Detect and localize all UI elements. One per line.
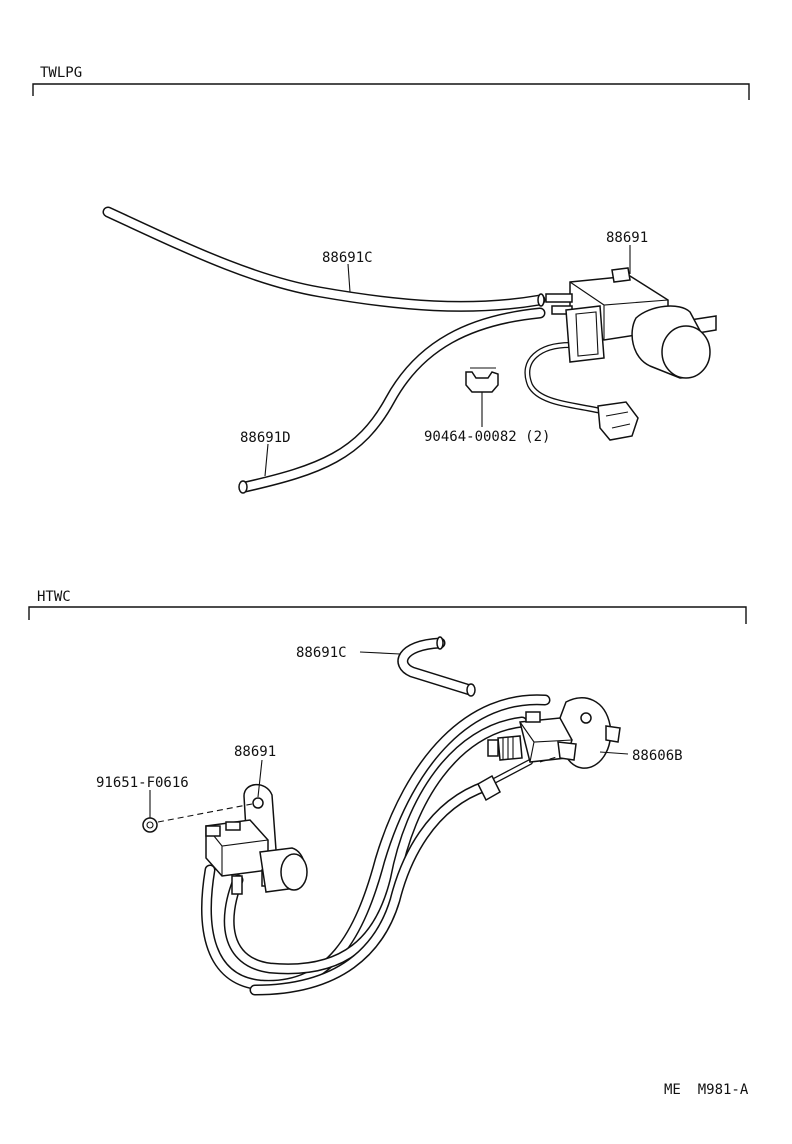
section-bracket-twlpg <box>32 83 750 100</box>
hose-88691c-twlpg <box>102 206 546 312</box>
leader-88691d-twlpg <box>264 443 269 477</box>
label-88691-htwc: 88691 <box>234 744 276 760</box>
label-88691-twlpg: 88691 <box>606 230 648 246</box>
hose-88691c-htwc <box>397 636 476 697</box>
label-88606b: 88606B <box>632 748 683 764</box>
leader-88691-htwc <box>257 759 263 798</box>
hose-loop-htwc <box>201 694 551 996</box>
label-88691c-twlpg: 88691C <box>322 250 373 266</box>
section-title-twlpg: TWLPG <box>40 65 82 81</box>
diagram-code: ME M981-A <box>664 1082 749 1098</box>
label-88691c-htwc: 88691C <box>296 645 347 661</box>
nut-dashed-line <box>157 803 253 823</box>
sensor-tube <box>477 759 533 802</box>
section-htwc: HTWC <box>28 589 747 996</box>
section-bracket-htwc <box>28 606 747 624</box>
vsv-valve-88691-htwc <box>205 783 308 895</box>
leader-88691c-twlpg <box>347 263 351 293</box>
clamp-icon <box>465 367 499 398</box>
section-twlpg: TWLPG <box>32 65 750 494</box>
label-nut: 91651-F0616 <box>96 775 189 791</box>
sensor-dashed-line <box>539 755 561 763</box>
leader-88606b <box>599 751 629 755</box>
vsv-88606b <box>487 697 621 769</box>
nut-icon <box>142 817 158 833</box>
label-88691d-twlpg: 88691D <box>240 430 291 446</box>
leader-88691c-htwc <box>359 651 401 655</box>
vsv-valve-88691-twlpg <box>524 267 717 441</box>
section-title-htwc: HTWC <box>37 589 71 605</box>
hose-88691d-twlpg <box>238 307 546 494</box>
label-clamp: 90464-00082 (2) <box>424 429 550 445</box>
